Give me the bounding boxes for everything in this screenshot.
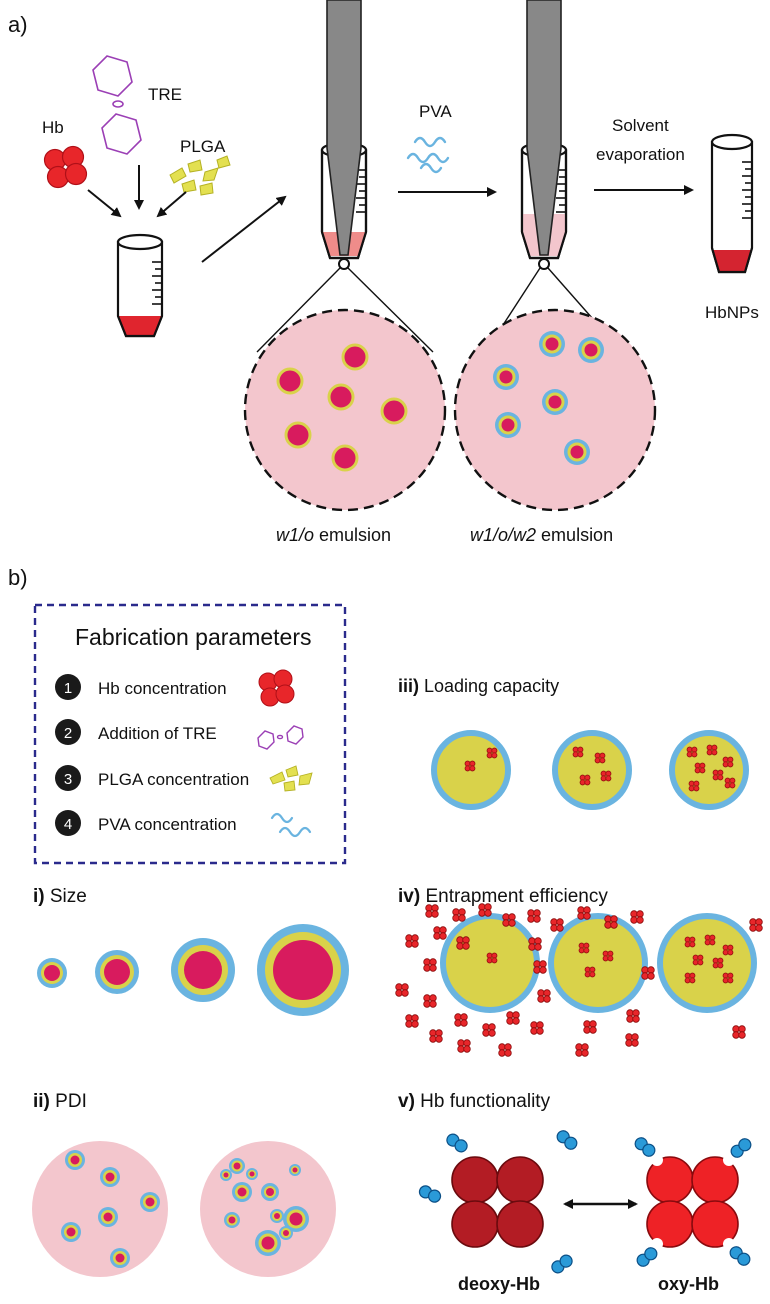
tre-label: TRE xyxy=(148,85,182,104)
deoxy-hb-label: deoxy-Hb xyxy=(458,1274,540,1294)
w1o-emulsion-zoom xyxy=(243,308,447,512)
fabrication-parameters-box: Fabrication parameters 1 Hb concentratio… xyxy=(33,603,347,865)
hbnps-tube xyxy=(710,133,754,274)
w1ow2-emulsion-label: w1/o/w2 emulsion xyxy=(470,525,613,545)
tre-icon xyxy=(257,725,304,750)
pdi-polydisperse xyxy=(200,1141,336,1277)
pva-param-icon xyxy=(270,812,312,838)
panel-a-label: a) xyxy=(8,12,28,37)
hb-label: Hb xyxy=(42,118,64,137)
w1o-emulsion-label: w1/o emulsion xyxy=(276,525,391,545)
svg-text:Addition of TRE: Addition of TRE xyxy=(98,724,217,743)
section-i-label: i) Size xyxy=(33,886,87,907)
section-iii-label: iii) Loading capacity xyxy=(398,676,559,696)
section-v-label: v) Hb functionality xyxy=(398,1091,551,1112)
w1ow2-emulsion-zoom xyxy=(453,308,657,512)
svg-text:PLGA concentration: PLGA concentration xyxy=(98,770,249,789)
param-1: 1 Hb concentration xyxy=(55,674,227,700)
oxy-hb-label: oxy-Hb xyxy=(658,1274,719,1294)
pva-icon xyxy=(406,136,450,174)
svg-text:Hb concentration: Hb concentration xyxy=(98,679,227,698)
entrapment-particles xyxy=(440,913,757,1013)
size-particles xyxy=(37,924,349,1016)
svg-text:1: 1 xyxy=(64,680,72,697)
plga-icon xyxy=(269,765,313,792)
arrow-hb-to-tube xyxy=(87,189,122,218)
param-4: 4 PVA concentration xyxy=(55,810,237,836)
svg-text:2: 2 xyxy=(64,725,72,742)
hb-cluster-icon xyxy=(258,669,295,707)
param-2: 2 Addition of TRE xyxy=(55,719,217,745)
oxy-hb-molecule xyxy=(646,1154,739,1250)
deoxy-hb-molecule xyxy=(451,1156,544,1248)
param-3: 3 PLGA concentration xyxy=(55,765,249,791)
section-iv-label: iv) Entrapment efficiency xyxy=(398,886,608,907)
mixing-tube xyxy=(116,233,164,338)
pdi-monodisperse xyxy=(32,1141,168,1277)
section-ii-label: ii) PDI xyxy=(33,1091,87,1112)
hbnps-label: HbNPs xyxy=(705,303,759,322)
panel-b-label: b) xyxy=(8,565,28,590)
tre-molecule-icon xyxy=(92,55,142,155)
params-title: Fabrication parameters xyxy=(75,624,312,650)
loading-capacity-particles xyxy=(431,730,749,810)
svg-text:PVA concentration: PVA concentration xyxy=(98,815,237,834)
bound-oxygen-icons xyxy=(632,1134,754,1270)
sonicator-probe-1 xyxy=(326,0,362,270)
arrow-plga-to-tube xyxy=(156,191,187,218)
plga-flakes-icon xyxy=(169,155,231,196)
free-oxygen-icons xyxy=(416,1127,580,1276)
sonicator-probe-2 xyxy=(526,0,562,270)
plga-label: PLGA xyxy=(180,137,226,156)
arrow-to-sonication-1 xyxy=(201,195,287,263)
solvent-label-line2: evaporation xyxy=(596,145,685,164)
svg-text:4: 4 xyxy=(64,816,72,833)
hb-molecule-icon xyxy=(43,145,88,189)
solvent-label-line1: Solvent xyxy=(612,116,669,135)
pva-label: PVA xyxy=(419,102,452,121)
svg-text:3: 3 xyxy=(64,771,72,788)
